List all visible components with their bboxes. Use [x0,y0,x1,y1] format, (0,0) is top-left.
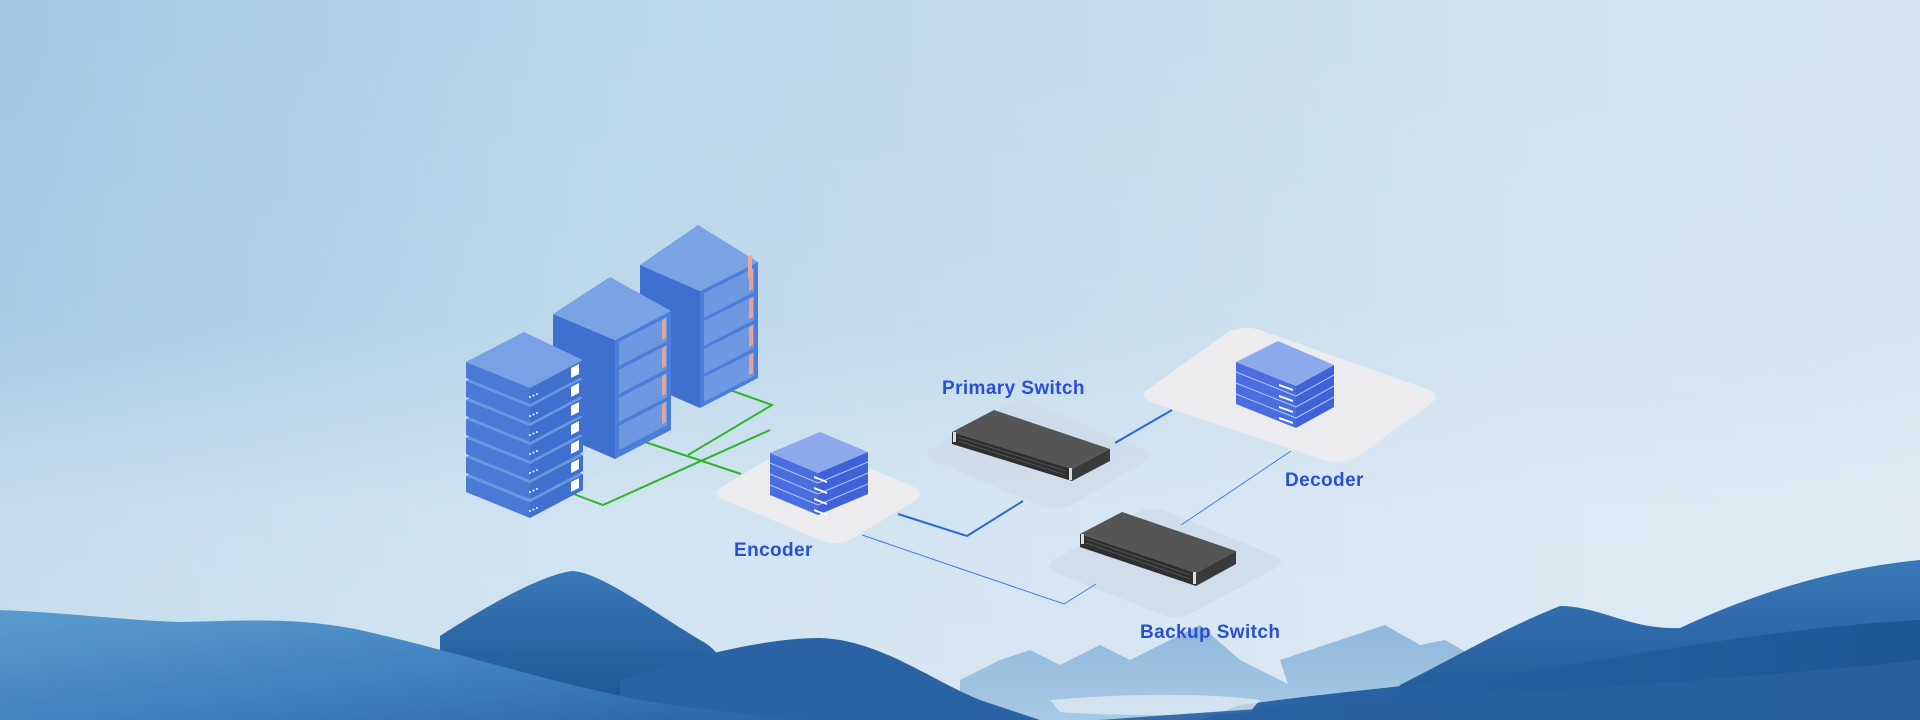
server-rack-mid [553,277,671,459]
links [562,389,1292,605]
decoder-device [1235,341,1335,428]
far-mountains [960,625,1320,720]
encoder-device [769,432,869,516]
hill-center [620,638,1040,720]
server-cluster [466,225,758,518]
backup-switch-device [1080,512,1236,586]
link-rack2-encoder [644,441,742,475]
link-rack1-encoder [562,429,771,507]
primary-switch-label: Primary Switch [942,378,1085,399]
server-rack-stacked [466,332,583,518]
server-unit [466,332,583,404]
water-mist [1050,694,1260,715]
decoder-label: Decoder [1285,470,1364,491]
wave-front-right [1100,660,1920,720]
wave-left [0,610,820,720]
link-backup-decoder [1180,450,1292,526]
link-rack3-encoder [687,389,775,456]
link-encoder-primary [897,500,1024,538]
encoder-label: Encoder [734,540,813,561]
primary-switch-device [952,410,1110,481]
link-primary-decoder [1114,409,1173,444]
landscape [0,560,1920,720]
link-encoder-backup [861,534,1097,605]
backup-switch-label: Backup Switch [1140,622,1281,643]
